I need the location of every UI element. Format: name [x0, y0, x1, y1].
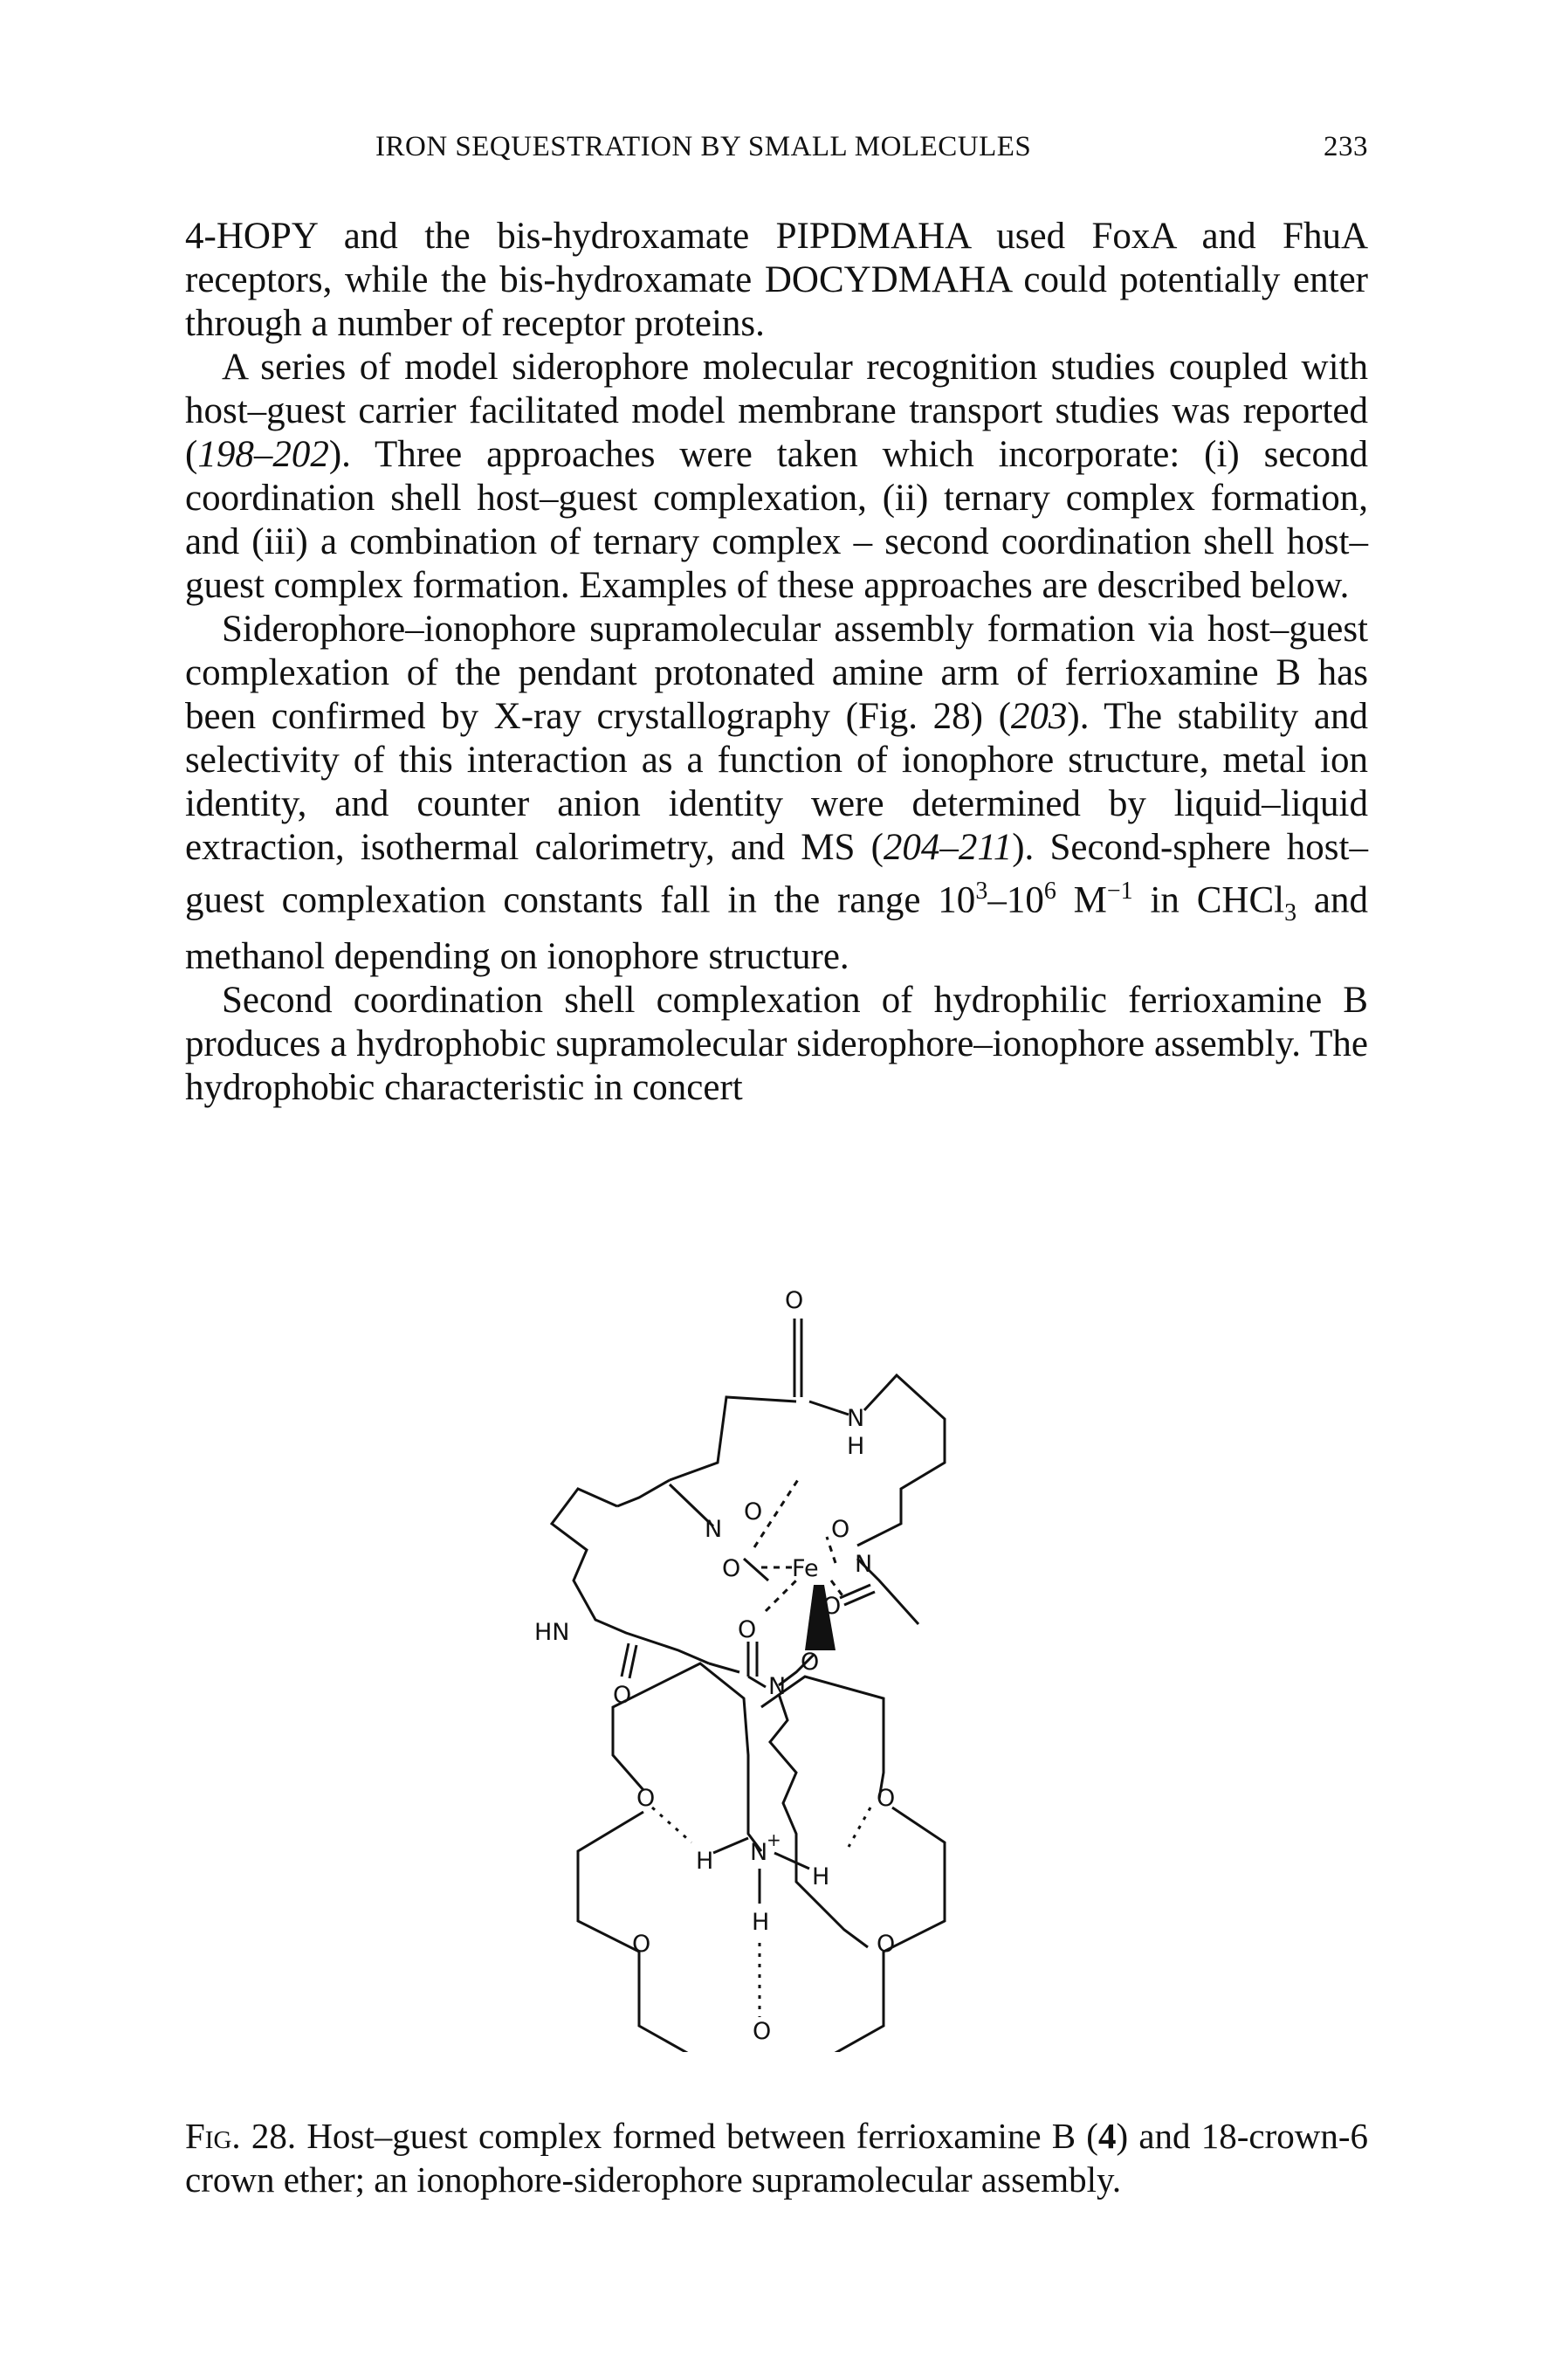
- chemical-structure-figure: O N H N O O N O Fe O HN O O N O O O H N …: [534, 1266, 1076, 2067]
- atom-label: O: [632, 1931, 650, 1958]
- atom-label: O: [801, 1649, 819, 1676]
- paragraph: 4-HOPY and the bis-hydroxamate PIPDMAHA …: [185, 215, 1368, 346]
- atom-label: H: [847, 1433, 864, 1460]
- running-title: IRON SEQUESTRATION BY SMALL MOLECULES: [375, 131, 1032, 162]
- atom-label: O: [785, 1287, 803, 1314]
- page-header: IRON SEQUESTRATION BY SMALL MOLECULES 23…: [185, 131, 1368, 171]
- text-segment: M: [1056, 879, 1107, 921]
- atom-label: O: [831, 1516, 849, 1543]
- text-segment: 4-HOPY and the bis-hydroxamate PIPDMAHA …: [185, 216, 1368, 344]
- atom-label: N: [705, 1516, 722, 1543]
- atom-label: N: [768, 1673, 786, 1700]
- body-text: 4-HOPY and the bis-hydroxamate PIPDMAHA …: [185, 215, 1368, 1110]
- atom-label: O: [877, 1785, 895, 1812]
- atom-label: O: [738, 1616, 756, 1643]
- text-segment: 3: [975, 878, 988, 905]
- reference-citation: 204–211: [883, 827, 1013, 868]
- atom-label: HN: [534, 1619, 570, 1646]
- text-segment: ). The stability and selectivity of this…: [185, 696, 1368, 868]
- figure-label: Fig. 28.: [185, 2116, 297, 2156]
- paragraph: Second coordination shell complexation o…: [185, 979, 1368, 1110]
- reference-citation: 198–202: [197, 434, 329, 475]
- atom-label: N: [750, 1839, 767, 1866]
- text-segment: Second coordination shell complexation o…: [185, 979, 1368, 1108]
- atom-label: O: [722, 1555, 740, 1582]
- caption-text: ) and 18-crown-6 crown ether; an ionopho…: [185, 2116, 1368, 2200]
- atom-label: H: [812, 1863, 829, 1890]
- text-segment: in CHCl: [1132, 879, 1285, 921]
- ferrioxamine-crown-ether-diagram: O N H N O O N O Fe O HN O O N O O O H N …: [534, 1287, 946, 2067]
- paragraph: A series of model siderophore molecular …: [185, 346, 1368, 608]
- atom-label: O: [613, 1682, 631, 1709]
- compound-number: 4: [1097, 2116, 1117, 2156]
- atom-label: Fe: [792, 1555, 819, 1582]
- charge-label: +: [767, 1829, 781, 1850]
- coordination-bonds: [753, 1475, 846, 1650]
- atom-label: H: [752, 1909, 769, 1936]
- caption-text: Host–guest complex formed between ferrio…: [296, 2116, 1098, 2156]
- atom-label: O: [753, 2018, 771, 2045]
- text-segment: −1: [1106, 878, 1133, 905]
- atom-label: O: [744, 1498, 762, 1525]
- figure-caption: Fig. 28. Host–guest complex formed betwe…: [185, 2114, 1368, 2201]
- text-segment: 6: [1043, 878, 1056, 905]
- atom-label: N: [855, 1551, 872, 1578]
- page-number: 233: [1324, 131, 1368, 162]
- text-segment: ). Second-sphere host–guest complexation…: [185, 827, 1368, 921]
- text-segment: and methanol depending on ionophore stru…: [185, 879, 1369, 977]
- atom-label: O: [822, 1593, 841, 1620]
- text-segment: –10: [987, 879, 1044, 921]
- bonds: [549, 1319, 946, 1949]
- atom-label: H: [696, 1848, 713, 1875]
- text-segment: 3: [1284, 899, 1297, 926]
- paragraph: Siderophore–ionophore supramolecular ass…: [185, 608, 1368, 979]
- text-segment: ). Three approaches were taken which inc…: [185, 434, 1368, 606]
- text-segment: A series of model siderophore molecular …: [185, 347, 1368, 475]
- atom-label: N: [847, 1405, 864, 1432]
- crown-ether-bonds: [576, 1662, 946, 2067]
- reference-citation: 203: [1010, 696, 1068, 737]
- atom-label: O: [636, 1785, 655, 1812]
- atom-label: O: [877, 1931, 895, 1958]
- text-segment: Siderophore–ionophore supramolecular ass…: [185, 609, 1368, 737]
